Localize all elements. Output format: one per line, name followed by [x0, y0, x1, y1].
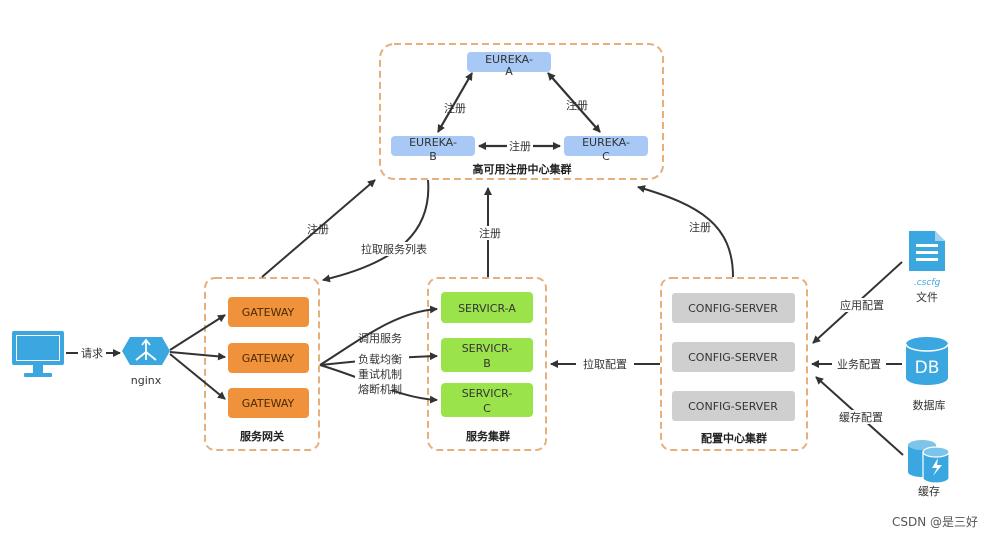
- eureka-a-line1: EUREKA-: [485, 53, 533, 66]
- eureka-b-line2: B: [429, 150, 437, 163]
- registry-cluster-title: 高可用注册中心集群: [473, 162, 572, 176]
- eureka-a-line2: A: [505, 65, 513, 78]
- label-request: 请求: [81, 347, 103, 360]
- eureka-c-line1: EUREKA-: [582, 136, 630, 149]
- gateway-2-label: GATEWAY: [242, 352, 295, 365]
- watermark: CSDN @是三好: [892, 515, 978, 529]
- nginx-label: nginx: [131, 374, 162, 387]
- config-server-2-label: CONFIG-SERVER: [688, 351, 778, 364]
- arrow-nginx-gateway-1: [169, 314, 226, 351]
- config-server-1-label: CONFIG-SERVER: [688, 302, 778, 315]
- service-node-a: SERVICR-A: [441, 292, 533, 323]
- arrow-eureka-a-c: [547, 72, 601, 133]
- service-cluster: [427, 277, 547, 451]
- cache-label: 缓存: [918, 484, 940, 498]
- service-node-c: SERVICR- C: [441, 383, 533, 417]
- service-a-label: SERVICR-A: [458, 302, 516, 315]
- label-load-balance: 负载均衡: [358, 352, 402, 366]
- arrow-nginx-gateway-3: [169, 353, 226, 400]
- gateway-node-1: GATEWAY: [228, 297, 309, 327]
- label-biz-config: 业务配置: [837, 358, 881, 371]
- file-label: 文件: [916, 290, 938, 304]
- config-server-3: CONFIG-SERVER: [672, 391, 795, 421]
- label-service-register: 注册: [479, 226, 501, 240]
- gateway-1-label: GATEWAY: [242, 306, 295, 319]
- monitor-icon: [12, 331, 64, 377]
- registry-cluster: [379, 43, 664, 180]
- arrow-nginx-gateway-2: [169, 351, 226, 361]
- label-app-config: 应用配置: [840, 298, 884, 312]
- label-register-bc: 注册: [509, 139, 531, 153]
- label-config-register: 注册: [689, 220, 711, 234]
- arrow-pull-service-list: [322, 179, 430, 283]
- config-server-3-label: CONFIG-SERVER: [688, 400, 778, 413]
- config-server-1: CONFIG-SERVER: [672, 293, 795, 323]
- label-gateway-register: 注册: [307, 222, 329, 236]
- arrow-gateway-service-a: [319, 305, 438, 366]
- label-register-ac: 注册: [566, 98, 588, 112]
- label-invoke-service: 调用服务: [358, 332, 402, 345]
- db-icon-text: DB: [915, 358, 940, 378]
- file-ext-label: .cscfg: [914, 278, 941, 288]
- nginx-icon: [122, 337, 170, 365]
- gateway-node-2: GATEWAY: [228, 343, 309, 373]
- label-pull-config: 拉取配置: [583, 357, 627, 371]
- service-c-line1: SERVICR-: [462, 387, 513, 400]
- label-pull-service-list: 拉取服务列表: [361, 242, 427, 256]
- eureka-b-line1: EUREKA-: [409, 136, 457, 149]
- service-b-line1: SERVICR-: [462, 342, 513, 355]
- database-icon: [905, 337, 949, 385]
- gateway-node-3: GATEWAY: [228, 388, 309, 418]
- eureka-node-a: EUREKA- A: [467, 52, 551, 78]
- database-label: 数据库: [913, 398, 946, 412]
- label-register-ab: 注册: [444, 101, 466, 115]
- gateway-cluster: [204, 277, 320, 451]
- gateway-3-label: GATEWAY: [242, 397, 295, 410]
- eureka-node-c: EUREKA- C: [564, 136, 648, 163]
- arrow-eureka-a-b: [437, 72, 473, 133]
- service-cluster-title: 服务集群: [466, 429, 510, 443]
- service-node-b: SERVICR- B: [441, 338, 533, 372]
- label-retry: 重试机制: [358, 367, 402, 381]
- cache-icon: [908, 440, 950, 484]
- service-b-line2: B: [483, 357, 491, 370]
- gateway-cluster-title: 服务网关: [240, 429, 284, 443]
- arrow-config-register: [637, 185, 734, 278]
- label-circuit-break: 熔断机制: [358, 382, 402, 396]
- arrow-gateway-register: [261, 179, 376, 278]
- file-icon: [909, 231, 945, 271]
- label-cache-config: 缓存配置: [839, 410, 883, 424]
- service-c-line2: C: [483, 402, 491, 415]
- eureka-node-b: EUREKA- B: [391, 136, 475, 163]
- eureka-c-line2: C: [602, 150, 610, 163]
- config-cluster-title: 配置中心集群: [701, 431, 767, 445]
- config-server-2: CONFIG-SERVER: [672, 342, 795, 372]
